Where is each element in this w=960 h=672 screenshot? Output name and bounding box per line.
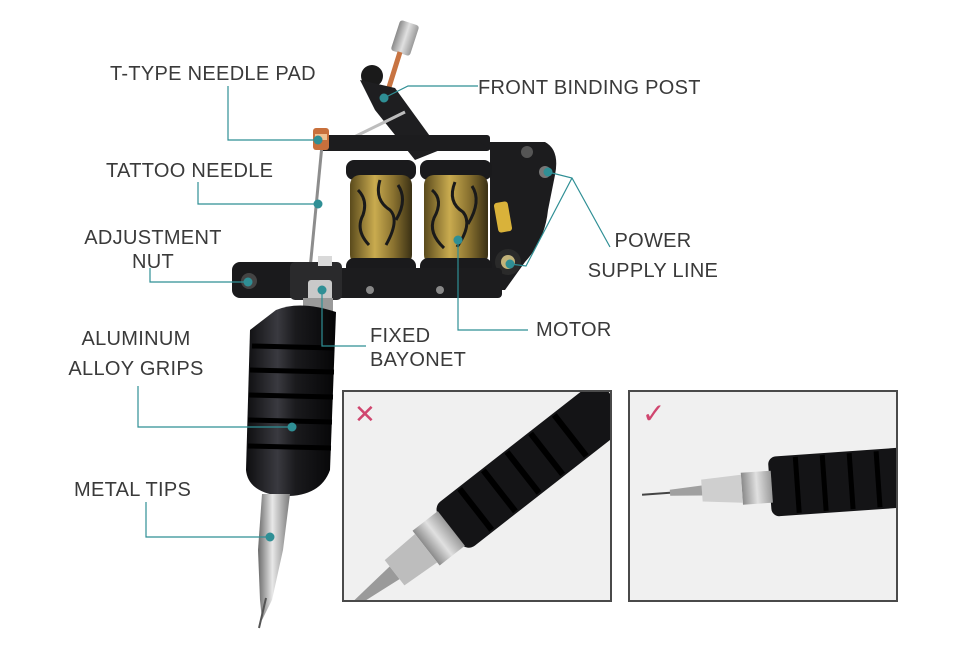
label-power-supply-line1: POWER: [614, 230, 692, 252]
label-adjustment-nut-line2: NUT: [131, 251, 174, 273]
coil-pair: [346, 160, 492, 276]
label-fixed-bayonet-line1: FIXED: [370, 325, 431, 347]
label-power-supply-line: POWER SUPPLY LINE: [578, 226, 728, 286]
right-grip-photo: [630, 392, 896, 600]
comparison-panel-wrong: ✕: [342, 390, 612, 602]
label-adjustment-nut: ADJUSTMENT NUT: [76, 226, 230, 274]
label-aluminum-line2: ALLOY GRIPS: [68, 358, 204, 380]
aluminum-grip: [246, 298, 336, 497]
leader-dots: [243, 93, 553, 542]
label-tattoo-needle: TATTOO NEEDLE: [106, 160, 274, 182]
wrong-grip-photo: [344, 392, 610, 600]
label-aluminum-alloy-grips: ALUMINUM ALLOY GRIPS: [58, 324, 214, 384]
right-mark-icon: ✓: [642, 397, 666, 430]
leader-lines: [137, 85, 611, 538]
label-t-type-needle-pad: T-TYPE NEEDLE PAD: [110, 63, 316, 85]
label-adjustment-nut-line1: ADJUSTMENT: [84, 227, 222, 249]
label-power-supply-line2: SUPPLY LINE: [587, 260, 719, 282]
wrong-mark-icon: ✕: [354, 400, 376, 430]
label-fixed-bayonet: FIXED BAYONET: [370, 324, 466, 372]
label-aluminum-line1: ALUMINUM: [81, 328, 191, 350]
label-metal-tips: METAL TIPS: [74, 479, 192, 501]
label-motor: MOTOR: [536, 319, 612, 341]
comparison-panel-right: ✓: [628, 390, 898, 602]
label-front-binding-post: FRONT BINDING POST: [478, 77, 701, 99]
label-fixed-bayonet-line2: BAYONET: [370, 349, 467, 371]
